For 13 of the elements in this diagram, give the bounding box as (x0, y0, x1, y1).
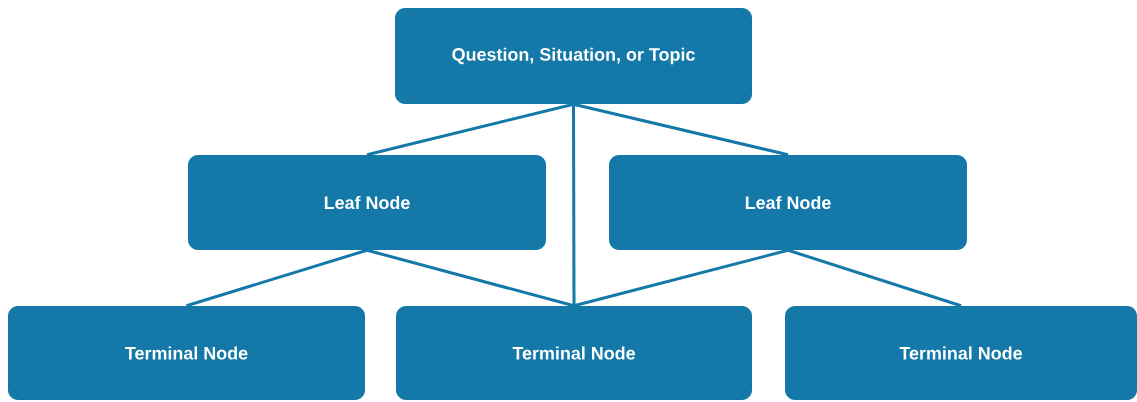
connector-line (573, 248, 789, 308)
process-box: Leaf Node (188, 155, 546, 250)
connector-line (572, 104, 576, 306)
connector-line (366, 102, 574, 157)
process-box: Terminal Node (8, 306, 365, 400)
process-box: Leaf Node (609, 155, 967, 250)
connector-line (787, 248, 962, 308)
process-box: Terminal Node (785, 306, 1137, 400)
connector-line (186, 248, 368, 308)
process-box: Terminal Node (396, 306, 752, 400)
connector-line (573, 102, 789, 157)
connector-line (366, 248, 575, 308)
process-box: Question, Situation, or Topic (395, 8, 752, 104)
